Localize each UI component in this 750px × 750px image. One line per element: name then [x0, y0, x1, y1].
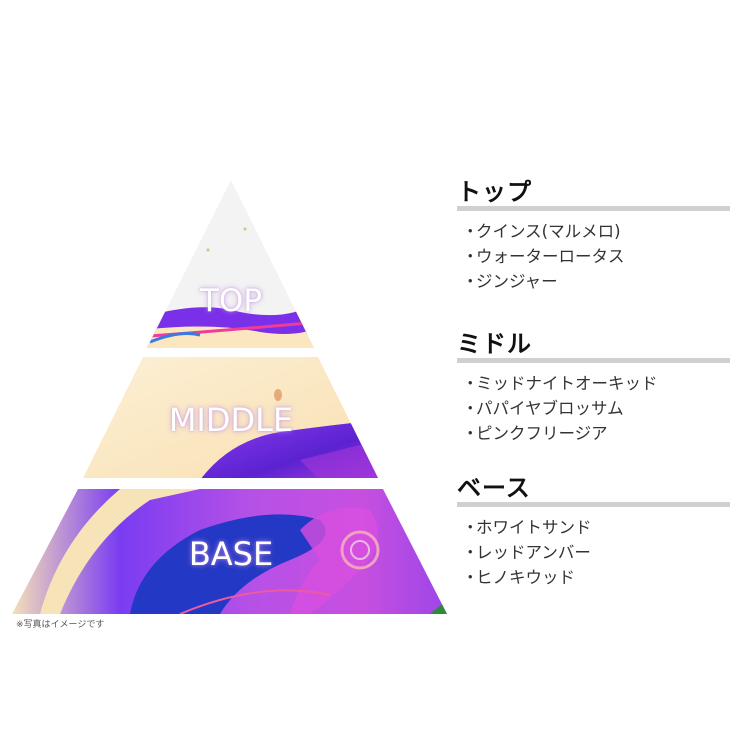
bullet: ・ — [462, 222, 479, 241]
list-item: ・ジンジャー — [457, 269, 730, 294]
section-heading-middle: ミドル — [457, 330, 532, 358]
bullet: ・ — [462, 272, 479, 291]
tier-label-base: BASE — [188, 535, 274, 573]
tier-base-image — [12, 489, 447, 614]
list-item: ・ピンクフリージア — [457, 421, 730, 446]
notes-section-middle: ミドル ・ミッドナイトオーキッド ・パパイヤブロッサム ・ピンクフリージア — [457, 330, 730, 446]
divider — [457, 502, 730, 507]
list-item: ・ウォーターロータス — [457, 244, 730, 269]
list-item: ・クインス(マルメロ) — [457, 219, 730, 244]
divider — [457, 358, 730, 363]
list-item: ・ヒノキウッド — [457, 565, 730, 590]
bullet: ・ — [462, 247, 479, 266]
notes-list-top: ・クインス(マルメロ) ・ウォーターロータス ・ジンジャー — [457, 219, 730, 294]
tier-top-image — [147, 180, 314, 348]
list-item: ・ホワイトサンド — [457, 515, 730, 540]
list-item: ・レッドアンバー — [457, 540, 730, 565]
list-item: ・ミッドナイトオーキッド — [457, 371, 730, 396]
bullet: ・ — [462, 374, 479, 393]
bullet: ・ — [462, 543, 479, 562]
bullet: ・ — [462, 518, 479, 537]
section-heading-top: トップ — [457, 178, 532, 206]
list-item: ・パパイヤブロッサム — [457, 396, 730, 421]
tier-label-top: TOP — [199, 283, 263, 319]
fragrance-pyramid: TOP MIDDLE BASE ※写真はイメージです — [12, 180, 447, 630]
notes-list-base: ・ホワイトサンド ・レッドアンバー ・ヒノキウッド — [457, 515, 730, 590]
notes-section-base: ベース ・ホワイトサンド ・レッドアンバー ・ヒノキウッド — [457, 474, 730, 590]
bullet: ・ — [462, 568, 479, 587]
divider — [457, 206, 730, 211]
tier-label-middle: MIDDLE — [168, 401, 294, 439]
image-disclaimer: ※写真はイメージです — [16, 620, 105, 630]
notes-list-middle: ・ミッドナイトオーキッド ・パパイヤブロッサム ・ピンクフリージア — [457, 371, 730, 446]
bullet: ・ — [462, 399, 479, 418]
section-heading-base: ベース — [457, 474, 531, 502]
bullet: ・ — [462, 424, 479, 443]
pyramid-graphic — [12, 180, 447, 614]
notes-section-top: トップ ・クインス(マルメロ) ・ウォーターロータス ・ジンジャー — [457, 178, 730, 294]
